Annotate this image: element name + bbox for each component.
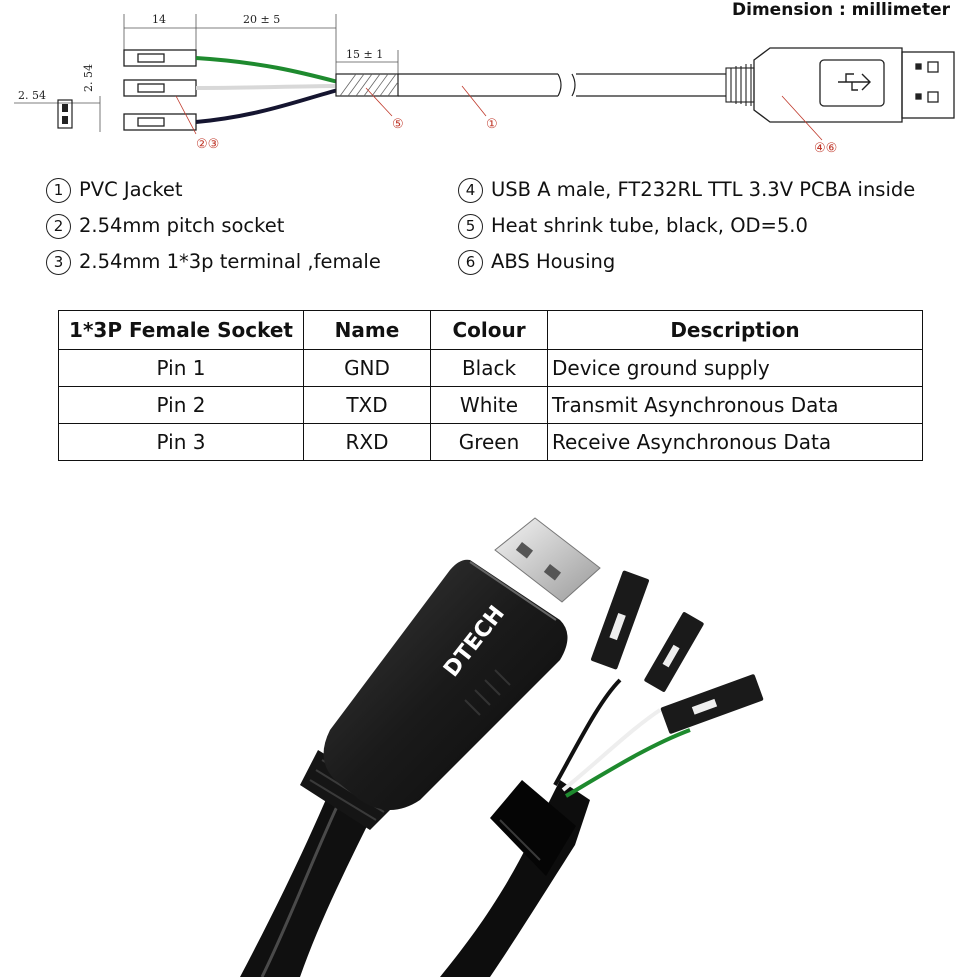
units-title: Dimension : millimeter: [732, 0, 950, 20]
callouts: ②③ ⑤ ① ④⑥: [175, 85, 837, 156]
pin-table: 1*3P Female Socket Name Colour Descripti…: [58, 310, 923, 461]
svg-text:①: ①: [486, 117, 498, 132]
legend-item: 1 PVC Jacket: [46, 172, 381, 208]
legend-number: 1: [46, 177, 71, 203]
table-cell: Pin 2: [58, 386, 304, 424]
table-row: Pin 2 TXD White Transmit Asynchronous Da…: [58, 386, 923, 424]
dupont-sockets: [590, 570, 764, 734]
legend-item: 4 USB A male, FT232RL TTL 3.3V PCBA insid…: [458, 172, 915, 208]
table-cell: GND: [303, 349, 431, 387]
legend-left: 1 PVC Jacket 2 2.54mm pitch socket 3 2.54mm…: [46, 172, 381, 280]
svg-text:②③: ②③: [196, 137, 219, 152]
column-header: 1*3P Female Socket: [58, 310, 304, 350]
legend-item: 3 2.54mm 1*3p terminal ,female: [46, 244, 381, 280]
legend-number: 3: [46, 249, 71, 275]
table-cell: Receive Asynchronous Data: [547, 423, 923, 461]
column-header: Description: [547, 310, 923, 350]
wire-bundle: [553, 678, 691, 798]
legend-number: 4: [458, 177, 483, 203]
table-cell: Transmit Asynchronous Data: [547, 386, 923, 424]
table-cell: White: [430, 386, 548, 424]
technical-drawing: 14 20 ± 5 15 ± 1 2. 54 2. 54: [14, 13, 955, 156]
dimension-wire-length: 20 ± 5: [196, 13, 337, 80]
table-cell: RXD: [303, 423, 431, 461]
svg-text:2. 54: 2. 54: [18, 89, 46, 102]
usb-housing-drawing: [753, 47, 955, 123]
table-cell: Device ground supply: [547, 349, 923, 387]
legend-text: 2.54mm pitch socket: [79, 214, 285, 237]
usb-a-plug: [494, 517, 601, 603]
usb-cable: [240, 790, 380, 977]
legend-text: 2.54mm 1*3p terminal ,female: [79, 250, 381, 273]
legend-item: 6 ABS Housing: [458, 244, 915, 280]
svg-text:⑤: ⑤: [392, 117, 404, 132]
table-cell: Pin 1: [58, 349, 304, 387]
product-photo: DTECH: [240, 517, 764, 977]
table-cell: Pin 3: [58, 423, 304, 461]
legend-item: 5 Heat shrink tube, black, OD=5.0: [458, 208, 915, 244]
column-header: Name: [303, 310, 431, 350]
table-row: Pin 1 GND Black Device ground supply: [58, 349, 923, 387]
svg-text:20 ± 5: 20 ± 5: [243, 13, 280, 26]
svg-text:④⑥: ④⑥: [814, 141, 837, 156]
dimension-heatshrink: 15 ± 1: [336, 48, 399, 80]
legend-text: USB A male, FT232RL TTL 3.3V PCBA inside: [491, 178, 916, 201]
table-cell: TXD: [303, 386, 431, 424]
legend-text: ABS Housing: [491, 250, 616, 273]
table-row: Pin 3 RXD Green Receive Asynchronous Dat…: [58, 423, 923, 461]
legend-right: 4 USB A male, FT232RL TTL 3.3V PCBA insid…: [458, 172, 915, 280]
svg-text:2. 54: 2. 54: [82, 64, 95, 92]
svg-text:15 ± 1: 15 ± 1: [346, 48, 383, 61]
dimension-socket-length: 14: [123, 13, 197, 50]
table-cell: Green: [430, 423, 548, 461]
legend-item: 2 2.54mm pitch socket: [46, 208, 381, 244]
strain-relief: [725, 64, 755, 106]
legend-number: 5: [458, 213, 483, 239]
svg-text:14: 14: [152, 13, 166, 26]
heat-shrink-tube: [335, 73, 399, 97]
table-header-row: 1*3P Female Socket Name Colour Descripti…: [58, 310, 923, 350]
dimension-pitch: 2. 54 2. 54: [14, 64, 101, 132]
legend-text: PVC Jacket: [79, 178, 183, 201]
usb-adapter-body: DTECH: [323, 559, 568, 810]
legend-number: 6: [458, 249, 483, 275]
table-cell: Black: [430, 349, 548, 387]
column-header: Colour: [430, 310, 548, 350]
legend-text: Heat shrink tube, black, OD=5.0: [491, 214, 808, 237]
legend-number: 2: [46, 213, 71, 239]
wires: [195, 56, 339, 124]
pvc-jacket: [398, 73, 726, 97]
branch-cable: [440, 780, 590, 977]
socket-housings: [123, 49, 197, 131]
